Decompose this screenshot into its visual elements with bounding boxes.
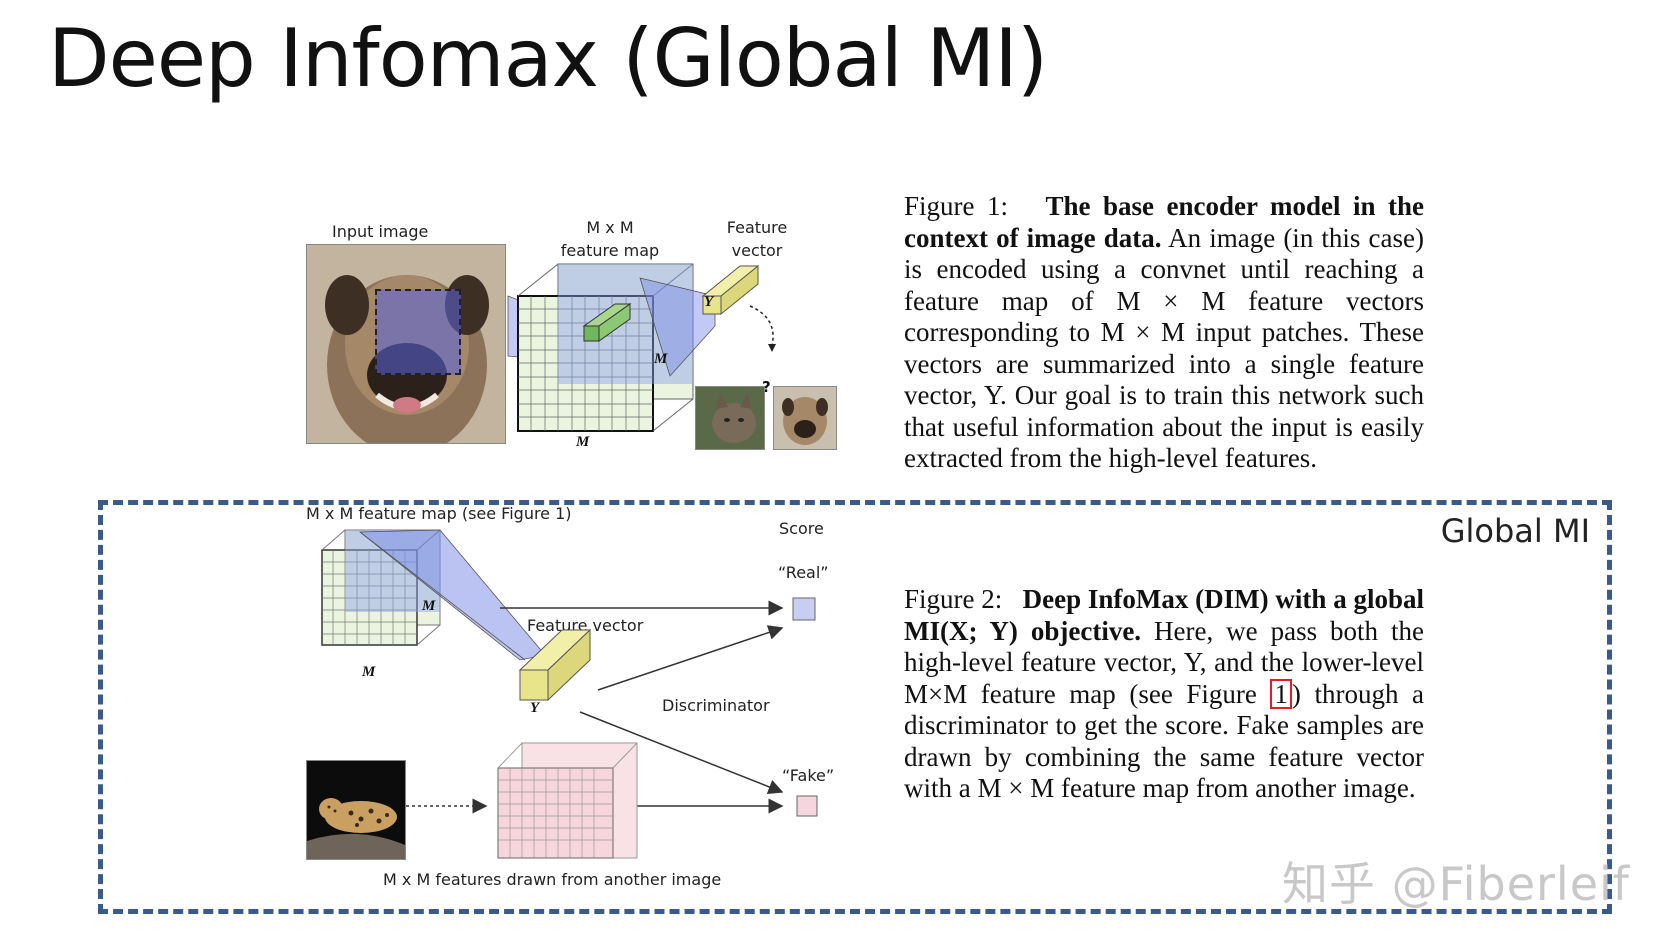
feature-map-label-bottom: feature map [560, 241, 660, 260]
figure2-caption-text-a: Here, we pass both the high-level featur… [904, 615, 1424, 709]
feature-vector-label: Feature vector [527, 616, 644, 635]
figure1-y-label: Y [704, 294, 714, 310]
figure2-y-label: Y [530, 700, 540, 716]
small-dog-photo [773, 386, 837, 450]
feature-map-label-top: M x M [586, 218, 634, 237]
feature-vector-label-bottom: vector [731, 241, 783, 260]
input-image-label: Input image [332, 222, 429, 241]
figure-ref-highlight[interactable]: 1 [1270, 678, 1292, 709]
figure1-caption: Figure 1: The base encoder model in the … [904, 191, 1424, 475]
figure2-caption-prefix: Figure 2: [904, 584, 1003, 614]
input-patch-overlay [375, 289, 461, 375]
watermark: 知乎 @Fiberleif [1282, 857, 1630, 911]
leopard-illustration [307, 761, 405, 859]
figure1-question-mark: ? [762, 378, 771, 396]
real-label: “Real” [778, 563, 829, 582]
figure2-caption-bold: Deep InfoMax (DIM) with a global MI(X; Y… [904, 584, 1425, 646]
figure1-m-bottom-label: M [576, 434, 590, 450]
figure1-caption-text: An image (in this case) is encoded using… [904, 222, 1424, 474]
leopard-photo [306, 760, 406, 860]
figure2-caption: Figure 2: Deep InfoMax (DIM) with a glob… [904, 584, 1424, 805]
feature-vector-label-top: Feature [726, 218, 788, 237]
cat-illustration [696, 387, 764, 449]
figure1-caption-prefix: Figure 1: [904, 191, 1008, 221]
global-mi-dashed-box [98, 500, 1612, 914]
cat-photo [695, 386, 765, 450]
other-features-label: M x M features drawn from another image [383, 870, 722, 889]
figure2-m-side-label: M [422, 598, 436, 614]
input-dog-photo [306, 244, 506, 444]
score-label: Score [779, 519, 824, 538]
figure1-m-side-label: M [654, 351, 668, 367]
small-dog-illustration [774, 387, 836, 449]
figure1-encoder-diagram [507, 263, 776, 432]
fake-label: “Fake” [782, 766, 835, 785]
slide-title: Deep Infomax (Global MI) [48, 12, 1048, 105]
figure1-caption-bold: The base encoder model in the context of… [904, 191, 1424, 253]
figure2-caption-text-b: ) through a discriminator to get the sco… [904, 678, 1425, 804]
figure2-discriminator-diagram [321, 529, 818, 859]
global-mi-label: Global MI [1440, 512, 1590, 550]
figure2-m-bottom-label: M [362, 664, 376, 680]
figure2-feature-map-label: M x M feature map (see Figure 1) [306, 504, 572, 523]
discriminator-label: Discriminator [662, 696, 770, 715]
